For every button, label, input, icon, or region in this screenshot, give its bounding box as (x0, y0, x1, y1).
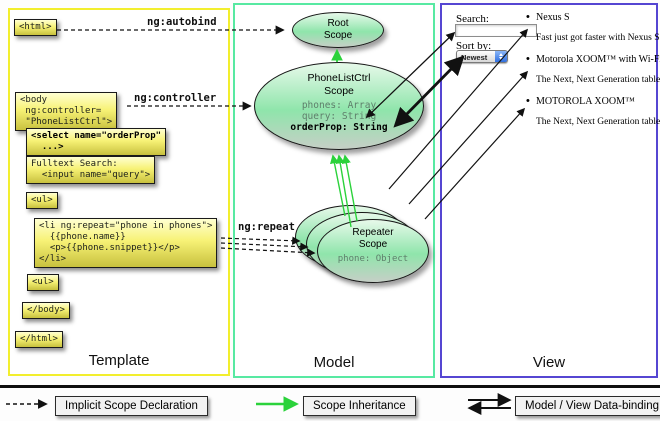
phone-item-title: Nexus S (536, 12, 570, 23)
root-scope-ellipse: Root Scope (292, 12, 384, 48)
code-body-close: </body> (22, 302, 70, 319)
legend-separator (0, 385, 660, 389)
repeat-label: ng:repeat (238, 221, 295, 233)
search-label: Search: (456, 13, 489, 25)
phone-item-desc: The Next, Next Generation tablet. (536, 117, 660, 127)
phone-item-title: MOTOROLA XOOM™ (536, 96, 635, 107)
phonelistctrl-prop-phones: phones: Array (301, 100, 377, 111)
model-column: Model (233, 3, 435, 378)
phonelistctrl-scope-ellipse: PhoneListCtrl Scope phones: Array query:… (254, 62, 424, 150)
legend-scope-inheritance: Scope Inheritance (303, 396, 416, 416)
legend-data-binding: Model / View Data-binding (515, 396, 660, 416)
phonelistctrl-prop-orderprop: orderProp: String (290, 122, 388, 133)
code-html-close: </html> (15, 331, 63, 348)
phonelistctrl-scope-title: PhoneListCtrl Scope (307, 72, 371, 97)
repeater-prop-phone: phone: Object (337, 254, 409, 264)
code-ul-close: <ul> (27, 274, 59, 291)
code-body-open: <body ng:controller= "PhoneListCtrl"> (15, 92, 118, 131)
phone-item-desc: Fast just got faster with Nexus S. (536, 33, 660, 43)
phone-list-item: Nexus S Fast just got faster with Nexus … (526, 11, 660, 44)
phonelistctrl-prop-query: query: String (301, 111, 377, 122)
view-column-label: View (532, 354, 566, 371)
repeater-scope-ellipse: Repeater Scope phone: Object (317, 219, 429, 283)
phone-list-item: Motorola XOOM™ with Wi-Fi The Next, Next… (526, 53, 660, 86)
autobind-label: ng:autobind (147, 16, 217, 28)
sort-dropdown[interactable]: Newest (456, 50, 508, 63)
phone-item-title: Motorola XOOM™ with Wi-Fi (536, 54, 660, 65)
code-select-orderprop: <select name="orderProp" ...> (26, 128, 167, 156)
code-fulltext-search: Fulltext Search: <input name="query"> (26, 156, 156, 184)
phone-list-item: MOTOROLA XOOM™ The Next, Next Generation… (526, 95, 660, 128)
code-html-open: <html> (14, 19, 57, 36)
legend-implicit-scope: Implicit Scope Declaration (55, 396, 208, 416)
controller-label: ng:controller (134, 92, 217, 104)
model-column-label: Model (313, 354, 355, 371)
phone-result-list: Nexus S Fast just got faster with Nexus … (526, 11, 660, 138)
code-ul-open: <ul> (26, 192, 58, 209)
template-column-label: Template (88, 352, 150, 369)
sort-dropdown-value: Newest (461, 53, 488, 62)
repeater-scope-title: Repeater Scope (352, 227, 394, 250)
dropdown-stepper-icon (495, 51, 507, 62)
phone-item-desc: The Next, Next Generation tablet. (536, 75, 660, 85)
code-li-repeat: <li ng:repeat="phone in phones"> {{phone… (34, 218, 218, 268)
search-input[interactable] (455, 24, 537, 37)
root-scope-title: Root Scope (323, 18, 353, 41)
